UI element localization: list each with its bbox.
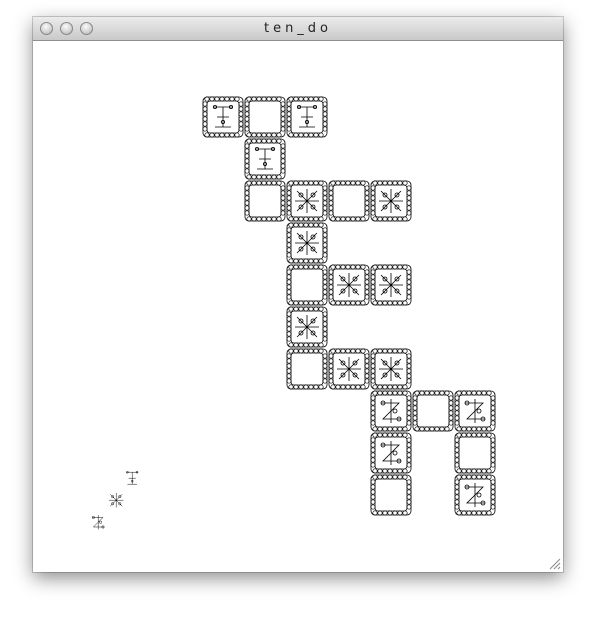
- cell: [370, 264, 412, 306]
- close-button[interactable]: [40, 22, 53, 35]
- window-title: ten_do: [263, 21, 333, 36]
- cell: [286, 306, 328, 348]
- cell: [202, 96, 244, 138]
- cell: [286, 96, 328, 138]
- cell: [370, 180, 412, 222]
- cell: [244, 138, 286, 180]
- cell: [328, 180, 370, 222]
- cell: [286, 180, 328, 222]
- cell: [328, 348, 370, 390]
- cell: [286, 264, 328, 306]
- cell: [244, 180, 286, 222]
- zoom-button[interactable]: [80, 22, 93, 35]
- title-bar[interactable]: ten_do: [33, 17, 563, 41]
- kanji-pattern-drawing: [91, 96, 496, 530]
- resize-grip-icon[interactable]: [549, 558, 561, 570]
- cell: [412, 390, 454, 432]
- cell: [286, 348, 328, 390]
- cell: [454, 390, 496, 432]
- cell: [286, 222, 328, 264]
- small-glyph: [108, 492, 124, 508]
- cell: [370, 390, 412, 432]
- small-glyph: [125, 470, 139, 485]
- cell: [370, 348, 412, 390]
- app-window: ten_do: [33, 17, 563, 572]
- cell: [244, 96, 286, 138]
- minimize-button[interactable]: [60, 22, 73, 35]
- cell: [370, 474, 412, 516]
- cell: [370, 432, 412, 474]
- cell: [454, 474, 496, 516]
- drawing-canvas[interactable]: [33, 41, 563, 572]
- cell: [328, 264, 370, 306]
- small-glyph: [91, 514, 105, 530]
- cell: [454, 432, 496, 474]
